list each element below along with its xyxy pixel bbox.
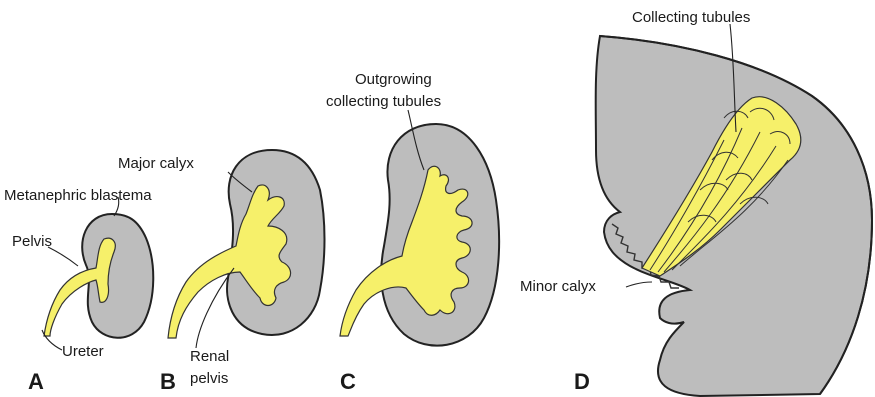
label-major-calyx: Major calyx: [118, 155, 194, 172]
panel-label-d: D: [574, 369, 590, 394]
stage-a-kidney: [44, 214, 153, 338]
label-minor-calyx: Minor calyx: [520, 278, 596, 295]
label-collecting-tubules: Collecting tubules: [632, 9, 750, 26]
label-renal-pelvis-line2: pelvis: [190, 370, 228, 387]
label-renal-pelvis-line1: Renal: [190, 348, 229, 365]
panel-label-a: A: [28, 369, 44, 394]
label-metanephric-blastema: Metanephric blastema: [4, 187, 152, 204]
panel-label-c: C: [340, 369, 356, 394]
label-outgrowing-line2: collecting tubules: [326, 93, 441, 110]
label-outgrowing-line1: Outgrowing: [355, 71, 432, 88]
stage-b-kidney: [168, 150, 325, 338]
label-ureter: Ureter: [62, 343, 104, 360]
panel-label-b: B: [160, 369, 176, 394]
label-pelvis: Pelvis: [12, 233, 52, 250]
